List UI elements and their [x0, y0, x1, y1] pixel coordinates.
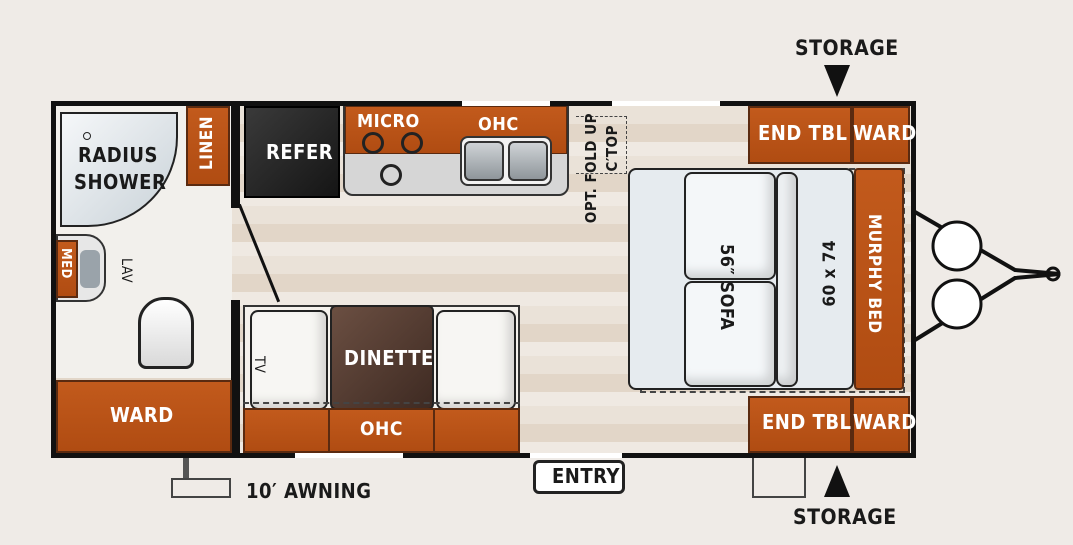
dinette-dash-line — [243, 402, 520, 404]
window-top-2 — [612, 101, 720, 106]
linen-label: LINEN — [197, 116, 217, 170]
window-bottom-1 — [295, 453, 403, 458]
murphy-bed-label: MURPHY BED — [864, 214, 884, 334]
fold-up-label: OPT. FOLD UP — [582, 113, 600, 224]
med-label: MED — [58, 248, 73, 279]
sink-basin — [80, 250, 100, 288]
ward-top-right — [852, 106, 910, 164]
fold-up-countertop — [576, 116, 627, 174]
awning-bracket — [183, 458, 189, 480]
storage-bay-outline — [752, 458, 806, 498]
storage-bottom-label: STORAGE — [793, 505, 897, 529]
refer-label: REFER — [266, 140, 334, 164]
end-tbl-top-label: END TBL — [758, 121, 848, 145]
storage-top-label: STORAGE — [795, 36, 899, 60]
entry-label: ENTRY — [552, 464, 620, 488]
burner-icon — [362, 132, 384, 154]
toilet-icon — [138, 297, 194, 369]
dinette-label: DINETTE — [344, 346, 434, 370]
sofa-back-cushion-bottom — [684, 281, 776, 387]
sink-basin-left — [464, 141, 504, 181]
ward-bottom-right — [852, 396, 910, 453]
bed-size-label: 60 x 74 — [820, 240, 840, 307]
radius-label: RADIUS — [78, 143, 158, 167]
ohc-bottom-cabinet — [243, 408, 520, 453]
sink-basin-right — [508, 141, 548, 181]
end-table-top — [748, 106, 852, 164]
bath-wall-vertical — [231, 106, 240, 208]
med-cabinet — [56, 240, 78, 298]
arrow-down-icon — [824, 65, 850, 97]
sofa-label: 56″ SOFA — [716, 244, 737, 331]
ohc-bottom-label: OHC — [360, 418, 403, 440]
ward-top-right-label: WARD — [853, 121, 917, 145]
bath-wall-vertical-lower — [231, 300, 240, 453]
ohc-divider — [328, 408, 330, 453]
window-top-1 — [462, 101, 550, 106]
burner-icon — [380, 164, 402, 186]
micro-label: MICRO — [357, 111, 420, 132]
ctop-label: C′TOP — [603, 125, 621, 172]
tv-label: TV — [251, 356, 267, 374]
ohc-top-label: OHC — [478, 114, 519, 135]
awning-rail — [171, 478, 231, 498]
ward-left-cabinet — [56, 380, 232, 453]
shower-drain-icon — [83, 132, 91, 140]
entry-step — [533, 460, 625, 494]
lav-label: LAV — [118, 258, 134, 284]
entry-door-gap — [530, 453, 622, 458]
hitch-tongue — [913, 210, 1061, 342]
refrigerator — [244, 106, 340, 198]
burner-icon — [401, 132, 423, 154]
ward-bottom-right-label: WARD — [853, 410, 917, 434]
shower-label: SHOWER — [74, 170, 167, 194]
ward-left-label: WARD — [110, 403, 174, 427]
end-table-bottom — [748, 396, 852, 453]
ohc-divider — [433, 408, 435, 453]
linen-cabinet — [186, 106, 230, 186]
awning-label: 10′ AWNING — [246, 479, 372, 503]
dinette-bench-left — [250, 310, 328, 410]
murphy-bed-cabinet — [854, 168, 904, 390]
arrow-up-icon — [824, 465, 850, 497]
dinette-table — [330, 305, 434, 410]
dinette-bench-right — [436, 310, 516, 410]
end-tbl-bottom-label: END TBL — [762, 410, 852, 434]
sofa-arm — [776, 172, 798, 387]
sofa-back-cushion-top — [684, 172, 776, 280]
